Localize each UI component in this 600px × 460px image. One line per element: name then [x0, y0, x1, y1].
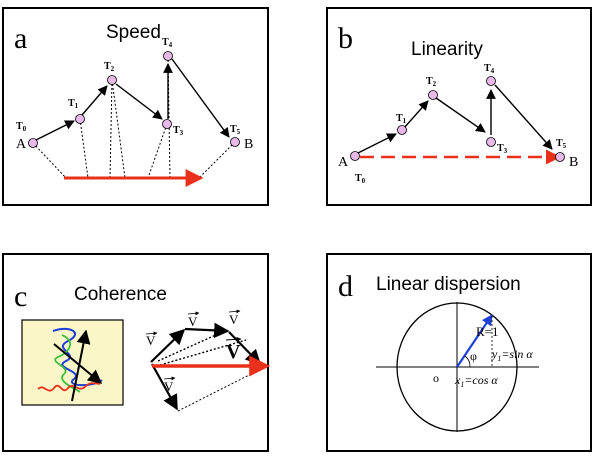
node-b-t2: [428, 90, 438, 100]
node-t4: [163, 51, 173, 61]
v-symbol-resultant: V: [226, 341, 241, 363]
panel-b-title: Linearity: [411, 39, 483, 60]
segment-t2-t3: [115, 83, 163, 120]
segment-t1-t2: [81, 85, 108, 116]
segment-b-t4-t5: [494, 84, 553, 150]
dotted-closing: [177, 369, 260, 412]
dotted-diag-2: [159, 339, 247, 366]
panel-b-letter: b: [338, 22, 353, 55]
v-symbol-4: V: [164, 379, 174, 394]
vector-sum-diagram: V V V V V: [145, 309, 271, 412]
node-t0: [28, 138, 38, 148]
panel-a-title: Speed: [106, 22, 161, 43]
segment-b-t2-t3: [435, 97, 486, 133]
panel-d-letter: d: [338, 270, 353, 303]
trajectory-nodes-b: [350, 76, 565, 162]
node-t3: [162, 119, 172, 129]
trajectory-b: [357, 84, 553, 154]
node-b-t5: [555, 152, 565, 162]
segment-t4-t5: [171, 58, 230, 138]
panel-c-title: Coherence: [74, 284, 167, 305]
node-b-t4: [486, 76, 496, 86]
panel-c-letter: c: [14, 280, 27, 313]
green-trajectory: [54, 334, 81, 393]
label-t3: T3: [173, 125, 184, 137]
trajectory: [35, 58, 230, 141]
node-t2: [107, 75, 117, 85]
panel-d-frame: [326, 253, 592, 452]
label-start-a: A: [16, 137, 27, 152]
node-t5: [230, 137, 240, 147]
panel-a-letter: a: [14, 22, 27, 55]
trajectory-nodes: [28, 51, 240, 148]
v-symbol-3: V: [229, 312, 239, 327]
label-end-b: B: [244, 137, 253, 152]
label-t4: T4: [162, 37, 173, 49]
vector-v2: [184, 322, 230, 339]
label-b-t4: T4: [484, 63, 495, 75]
blue-trajectory: [52, 327, 103, 387]
vector-label-small-2: V: [187, 311, 200, 329]
trajectory-inset: [21, 319, 124, 406]
v-symbol-1: V: [146, 333, 156, 348]
dotted-diag-1: [157, 333, 219, 362]
segment-b-t1-t2: [403, 100, 429, 129]
label-b-t0: T0: [355, 173, 366, 185]
radius-vector: [456, 314, 493, 368]
panel-a: a Speed: [2, 7, 269, 206]
panel-b-frame: [326, 7, 592, 206]
vector-label-small-3: V: [228, 309, 241, 327]
panel-b: b Linearity T0 T1 T2 T3 T4 T5 A B: [326, 7, 592, 206]
vector-label-big: V: [225, 336, 242, 363]
label-b-start-a: A: [338, 155, 349, 170]
node-b-t1: [397, 125, 407, 135]
panel-a-frame: [2, 7, 269, 206]
label-t2: T2: [104, 61, 115, 73]
node-t1: [75, 114, 85, 124]
label-b-t2: T2: [426, 76, 437, 88]
angle-label: φ: [470, 349, 477, 363]
segment-b-t0-t1: [357, 133, 397, 154]
v-symbol-2: V: [188, 314, 198, 329]
panel-d-title: Linear dispersion: [376, 274, 521, 295]
node-b-t0: [350, 151, 360, 161]
panel-d: d Linear dispersion R=1 φ y1=sin α x1=co…: [326, 253, 592, 452]
panel-c: c Coherence V V: [2, 253, 271, 452]
label-b-t3: T3: [497, 143, 508, 155]
label-t1: T1: [68, 98, 79, 110]
inset-background: [21, 319, 124, 406]
label-t0: T0: [16, 121, 27, 133]
label-b-t5: T5: [556, 138, 567, 150]
segment-t0-t1: [35, 120, 75, 141]
sine-label: y1=sin α: [491, 347, 533, 363]
label-b-t1: T1: [396, 113, 407, 125]
origin-label: o: [433, 371, 439, 385]
vector-v4: [151, 363, 178, 411]
vector-label-small-1: V: [145, 331, 158, 348]
inset-arrow-down: [53, 343, 103, 384]
radius-label: R=1: [476, 324, 499, 339]
vector-v1: [150, 328, 186, 363]
node-b-t3: [486, 137, 496, 147]
vector-label-small-4: V: [163, 376, 176, 394]
cosine-label: x1=cos α: [454, 373, 498, 389]
label-t5: T5: [230, 124, 241, 136]
label-b-end-b: B: [569, 155, 578, 170]
angle-arc: [464, 355, 471, 368]
